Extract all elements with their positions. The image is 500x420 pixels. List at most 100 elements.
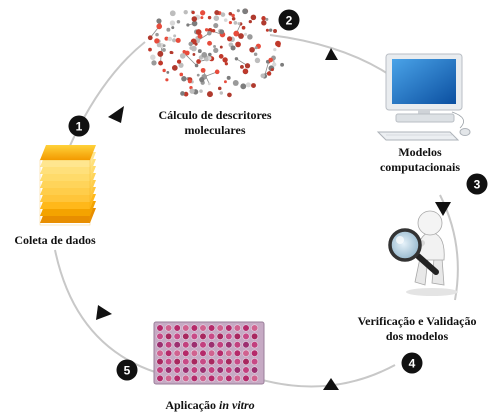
molecule-atom [242, 8, 249, 15]
plate-well [173, 374, 181, 383]
molecule-atom [189, 88, 195, 94]
molecule-atom [207, 40, 212, 46]
stage-4-label-line2: dos modelos [385, 329, 449, 343]
badge-2: 2 [278, 9, 300, 31]
plate-well [216, 366, 224, 374]
plate-well [190, 341, 198, 349]
molecule-atom [266, 71, 272, 76]
plate-well [216, 349, 224, 357]
plate-well [173, 332, 181, 341]
molecule-atom [232, 80, 239, 86]
molecule-atom [265, 28, 269, 32]
molecule-atom [161, 47, 166, 52]
plate-well [208, 332, 216, 341]
arrow-to-5-icon [323, 378, 339, 390]
molecule-atom [183, 9, 188, 15]
molecule-atom [277, 43, 281, 48]
plate-well [190, 332, 198, 341]
plate-well [233, 324, 241, 332]
plate-well [156, 324, 164, 332]
arrow-to-3-icon [325, 48, 338, 60]
molecule-atom [147, 35, 153, 41]
molecule-atom [244, 32, 248, 36]
molecule-atom [173, 34, 177, 38]
molecule-atom [192, 53, 196, 56]
molecule-atom [213, 15, 220, 21]
badge-5-number: 5 [124, 364, 131, 378]
plate-well [156, 374, 164, 383]
molecule-atom [253, 52, 258, 56]
molecule-atom [178, 62, 184, 68]
plate-well [156, 341, 164, 349]
molecule-atom [171, 65, 178, 71]
arrow-to-2-icon [108, 106, 124, 123]
plate-well [165, 349, 173, 357]
plate-well [190, 374, 198, 383]
molecule-atom [211, 29, 216, 33]
molecule-atom [156, 42, 162, 48]
plate-well [242, 324, 250, 332]
plate-well [242, 374, 250, 383]
plate-well [208, 374, 216, 383]
molecule-atom [169, 50, 173, 55]
plate-well [199, 366, 207, 374]
molecule-atom [260, 73, 266, 79]
molecule-atom [157, 50, 164, 57]
molecule-atom [155, 32, 159, 37]
molecule-atom [207, 82, 211, 86]
molecule-atom [254, 46, 258, 50]
stage-4-label-line1: Verificação e Validação [357, 314, 477, 328]
plate-well [233, 358, 241, 366]
stage-3-label-line1: Modelos [398, 145, 442, 159]
plate-well [251, 366, 259, 374]
stage-5-label: Aplicação in vitro [130, 398, 290, 413]
molecule-atom [166, 27, 171, 32]
plate-well [225, 341, 233, 349]
plate-well [251, 341, 259, 349]
molecule-atom [224, 62, 228, 66]
molecule-atom [245, 82, 251, 88]
badge-2-number: 2 [286, 14, 293, 28]
plate-well [173, 341, 181, 349]
plate-well [156, 349, 164, 357]
molecule-atom [194, 42, 198, 46]
molecule-bond [184, 53, 197, 66]
plate-well [225, 332, 233, 341]
molecule-atom [162, 44, 166, 48]
molecule-atom [213, 22, 219, 29]
molecule-atom [247, 34, 253, 40]
plate-well [242, 349, 250, 357]
molecule-atom [207, 30, 212, 36]
molecule-atom [219, 45, 223, 49]
molecule-atom [254, 57, 261, 64]
plate-well [199, 374, 207, 383]
molecule-atom [239, 64, 244, 69]
plate-well [199, 324, 207, 332]
plate-well [233, 374, 241, 383]
badge-1-number: 1 [76, 120, 83, 134]
molecule-atom [151, 60, 157, 66]
plate-well [208, 324, 216, 332]
arrow-to-4-icon [435, 202, 451, 216]
molecule-atom [226, 75, 231, 80]
molecule-atom [166, 70, 170, 74]
plate-well [173, 358, 181, 366]
molecule-atom [181, 76, 187, 82]
plate-well [251, 332, 259, 341]
magnifying-glass-figure-icon [388, 210, 458, 296]
plate-well [199, 358, 207, 366]
plate-well [216, 374, 224, 383]
plate-well [190, 358, 198, 366]
molecule-atom [268, 57, 274, 63]
molecule-atom [171, 26, 175, 30]
molecule-atom [191, 10, 195, 15]
plate-well [208, 366, 216, 374]
molecule-atom [208, 56, 212, 61]
plate-well [173, 324, 181, 332]
plate-well [216, 341, 224, 349]
badge-4-number: 4 [409, 357, 416, 371]
molecule-atom [172, 38, 177, 43]
layered-documents-icon [39, 145, 96, 226]
molecule-atom [184, 50, 190, 56]
plate-well [190, 324, 198, 332]
